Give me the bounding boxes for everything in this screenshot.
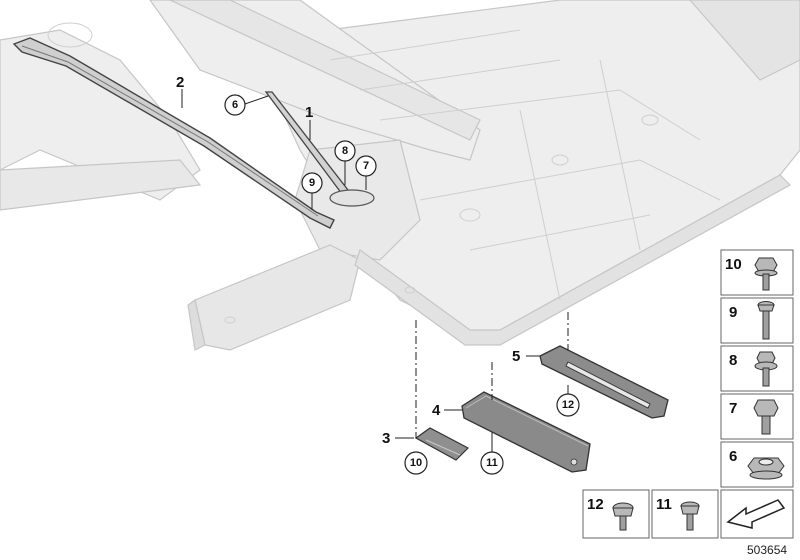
callout-3: 3 <box>382 430 390 447</box>
svg-text:6: 6 <box>232 99 238 111</box>
torx-screw-long-icon <box>757 301 775 340</box>
callout-12-circle: 12 <box>556 393 580 417</box>
svg-text:12: 12 <box>562 399 574 411</box>
svg-text:10: 10 <box>410 457 422 469</box>
hex-screw-washer-icon <box>754 351 778 387</box>
svg-text:11: 11 <box>486 457 498 469</box>
hex-flange-screw-icon <box>754 257 778 291</box>
torx-button-screw-icon <box>612 502 634 531</box>
hex-nut-icon <box>747 457 785 480</box>
callout-6-circle: 6 <box>224 94 246 116</box>
underbody-detail-lines <box>47 22 721 324</box>
svg-text:9: 9 <box>309 177 315 189</box>
callout-10-circle: 10 <box>404 451 428 475</box>
hex-bolt-icon <box>753 399 779 435</box>
callout-7-circle: 7 <box>355 155 377 177</box>
callout-9-circle: 9 <box>301 172 323 194</box>
svg-text:12: 12 <box>587 496 604 513</box>
callout-11-circle: 11 <box>480 451 504 475</box>
callout-4: 4 <box>432 402 441 419</box>
legend-numbers: 10 9 8 7 6 12 11 <box>587 256 742 513</box>
part-5-slotted-plate <box>539 345 669 419</box>
svg-text:8: 8 <box>729 352 737 369</box>
svg-text:7: 7 <box>729 400 737 417</box>
part-2-strut-bar <box>12 37 335 229</box>
svg-text:11: 11 <box>656 496 672 513</box>
svg-text:10: 10 <box>725 256 742 273</box>
callout-labels: 2 1 3 4 5 6 8 7 9 10 11 12 <box>176 74 580 475</box>
strut-tower-mount <box>329 189 375 207</box>
callout-5: 5 <box>512 348 520 365</box>
leader-lines <box>181 89 569 460</box>
vehicle-underbody <box>0 0 800 351</box>
mounting-axes <box>415 312 569 438</box>
document-id: 503654 <box>747 543 787 557</box>
callout-8-circle: 8 <box>334 140 356 162</box>
callout-1: 1 <box>305 104 313 121</box>
part-4-large-plate <box>461 391 591 473</box>
svg-text:6: 6 <box>729 448 737 465</box>
part-3-small-bracket <box>414 427 470 461</box>
torx-screw-short-icon <box>680 501 700 531</box>
svg-text:8: 8 <box>342 145 348 157</box>
legend-box-9 <box>720 297 794 344</box>
callout-2: 2 <box>176 74 184 91</box>
view-direction-arrow-icon <box>726 499 786 529</box>
svg-text:9: 9 <box>729 304 737 321</box>
svg-text:7: 7 <box>363 160 369 172</box>
